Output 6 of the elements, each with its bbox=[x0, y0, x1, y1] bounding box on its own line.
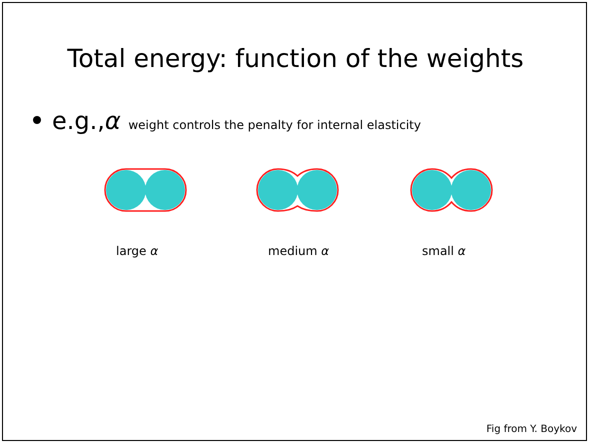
slide-title: Total energy: function of the weights bbox=[66, 44, 525, 73]
caption-text: small α bbox=[422, 244, 466, 258]
caption-text: large α bbox=[116, 244, 158, 258]
bullet-text: e.g.,α weight controls the penalty for internal elasticity bbox=[52, 108, 421, 137]
caption-text: medium α bbox=[268, 244, 330, 258]
credit-text: Fig from Y. Boykov bbox=[486, 424, 577, 435]
